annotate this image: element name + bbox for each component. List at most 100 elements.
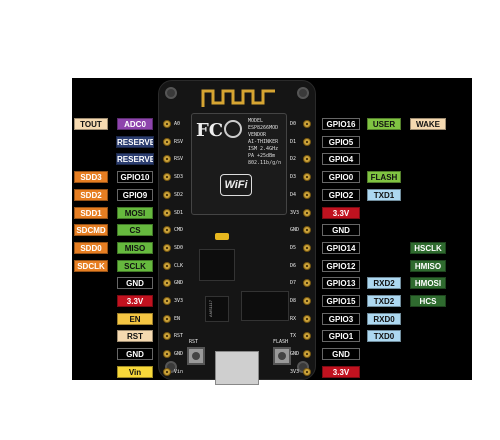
right-mid-label: FLASH	[367, 171, 401, 183]
button-rst[interactable]	[187, 347, 205, 365]
right-silk-label: D8	[290, 298, 297, 304]
right-silk-label: GND	[290, 351, 300, 357]
left-silk-label: SD2	[174, 192, 184, 198]
right-inner-label: GPIO3	[322, 313, 360, 325]
mounting-hole-top-right	[297, 87, 309, 99]
left-silk-label: CMD	[174, 227, 184, 233]
left-inner-label: MISO	[117, 242, 153, 254]
right-inner-label: GPIO0	[322, 171, 360, 183]
header-pin-left	[163, 332, 171, 340]
left-outer-label: SDCMD	[74, 224, 108, 236]
right-silk-label: RX	[290, 316, 297, 322]
button-rst-label: RST	[189, 339, 199, 345]
left-inner-label: EN	[117, 313, 153, 325]
module-text-line: ISM 2.4GHz	[248, 146, 279, 152]
left-inner-label: SCLK	[117, 260, 153, 272]
header-pin-right	[303, 209, 311, 217]
left-silk-label: SD3	[174, 174, 184, 180]
left-inner-label: RESERVED	[116, 136, 154, 148]
left-silk-label: Vin	[174, 369, 184, 375]
header-pin-right	[303, 315, 311, 323]
header-pin-left	[163, 368, 171, 376]
header-pin-right	[303, 120, 311, 128]
header-pin-right	[303, 297, 311, 305]
right-outer-label: HMOSI	[410, 277, 446, 289]
right-inner-label: GPIO4	[322, 153, 360, 165]
left-inner-label: GPIO10	[117, 171, 153, 183]
right-silk-label: D2	[290, 156, 297, 162]
right-silk-label: 3V3	[290, 210, 300, 216]
module-text-line: ESP8266MOD	[248, 125, 279, 131]
header-pin-left	[163, 155, 171, 163]
left-outer-label: SDD1	[74, 207, 108, 219]
left-silk-label: A0	[174, 121, 181, 127]
header-pin-left	[163, 138, 171, 146]
header-pin-right	[303, 155, 311, 163]
left-inner-label: RESERVED	[116, 153, 154, 165]
left-silk-label: RST	[174, 333, 184, 339]
header-pin-left	[163, 297, 171, 305]
left-inner-label: CS	[117, 224, 153, 236]
left-inner-label: RST	[117, 330, 153, 342]
header-pin-right	[303, 191, 311, 199]
right-inner-label: GND	[322, 224, 360, 236]
right-outer-label: HCS	[410, 295, 446, 307]
header-pin-right	[303, 173, 311, 181]
right-silk-label: GND	[290, 227, 300, 233]
left-inner-label: Vin	[117, 366, 153, 378]
right-silk-label: D1	[290, 139, 297, 145]
left-outer-label: SDCLK	[74, 260, 108, 272]
left-outer-label: SDD0	[74, 242, 108, 254]
right-silk-label: D5	[290, 245, 297, 251]
usb-port	[215, 351, 259, 385]
right-silk-label: TX	[290, 333, 297, 339]
right-outer-label: HMISO	[410, 260, 446, 272]
button-flash-label: FLASH	[273, 339, 289, 345]
header-pin-left	[163, 191, 171, 199]
left-inner-label: 3.3V	[117, 295, 153, 307]
left-silk-label: 3V3	[174, 298, 184, 304]
left-inner-label: GPIO9	[117, 189, 153, 201]
right-inner-label: GPIO1	[322, 330, 360, 342]
left-silk-label: SD0	[174, 245, 184, 251]
header-pin-left	[163, 226, 171, 234]
header-pin-left	[163, 262, 171, 270]
right-mid-label: TXD1	[367, 189, 401, 201]
left-inner-label: GND	[117, 348, 153, 360]
right-outer-label: HSCLK	[410, 242, 446, 254]
left-silk-label: EN	[174, 316, 181, 322]
right-mid-label: TXD2	[367, 295, 401, 307]
left-outer-label: SDD2	[74, 189, 108, 201]
right-inner-label: 3.3V	[322, 366, 360, 378]
usb-uart-chip	[199, 249, 235, 281]
header-pin-right	[303, 368, 311, 376]
ic-chip	[241, 291, 289, 321]
left-inner-label: GND	[117, 277, 153, 289]
header-pin-right	[303, 244, 311, 252]
antenna-trace	[201, 89, 275, 107]
header-pin-left	[163, 173, 171, 181]
header-pin-left	[163, 120, 171, 128]
right-inner-label: GPIO14	[322, 242, 360, 254]
right-inner-label: 3.3V	[322, 207, 360, 219]
module-text-line: 802.11b/g/n	[248, 160, 282, 166]
left-silk-label: GND	[174, 280, 184, 286]
fc-mark: FC	[196, 120, 224, 141]
right-silk-label: D7	[290, 280, 297, 286]
right-inner-label: GPIO12	[322, 260, 360, 272]
button-flash[interactable]	[273, 347, 291, 365]
header-pin-left	[163, 244, 171, 252]
mounting-hole-top-left	[165, 87, 177, 99]
right-mid-label: TXD0	[367, 330, 401, 342]
right-inner-label: GPIO15	[322, 295, 360, 307]
header-pin-left	[163, 350, 171, 358]
regulator-chip: AMS1117	[205, 296, 229, 322]
header-pin-right	[303, 226, 311, 234]
left-silk-label: RSV	[174, 156, 184, 162]
right-silk-label: D0	[290, 121, 297, 127]
right-inner-label: GPIO5	[322, 136, 360, 148]
